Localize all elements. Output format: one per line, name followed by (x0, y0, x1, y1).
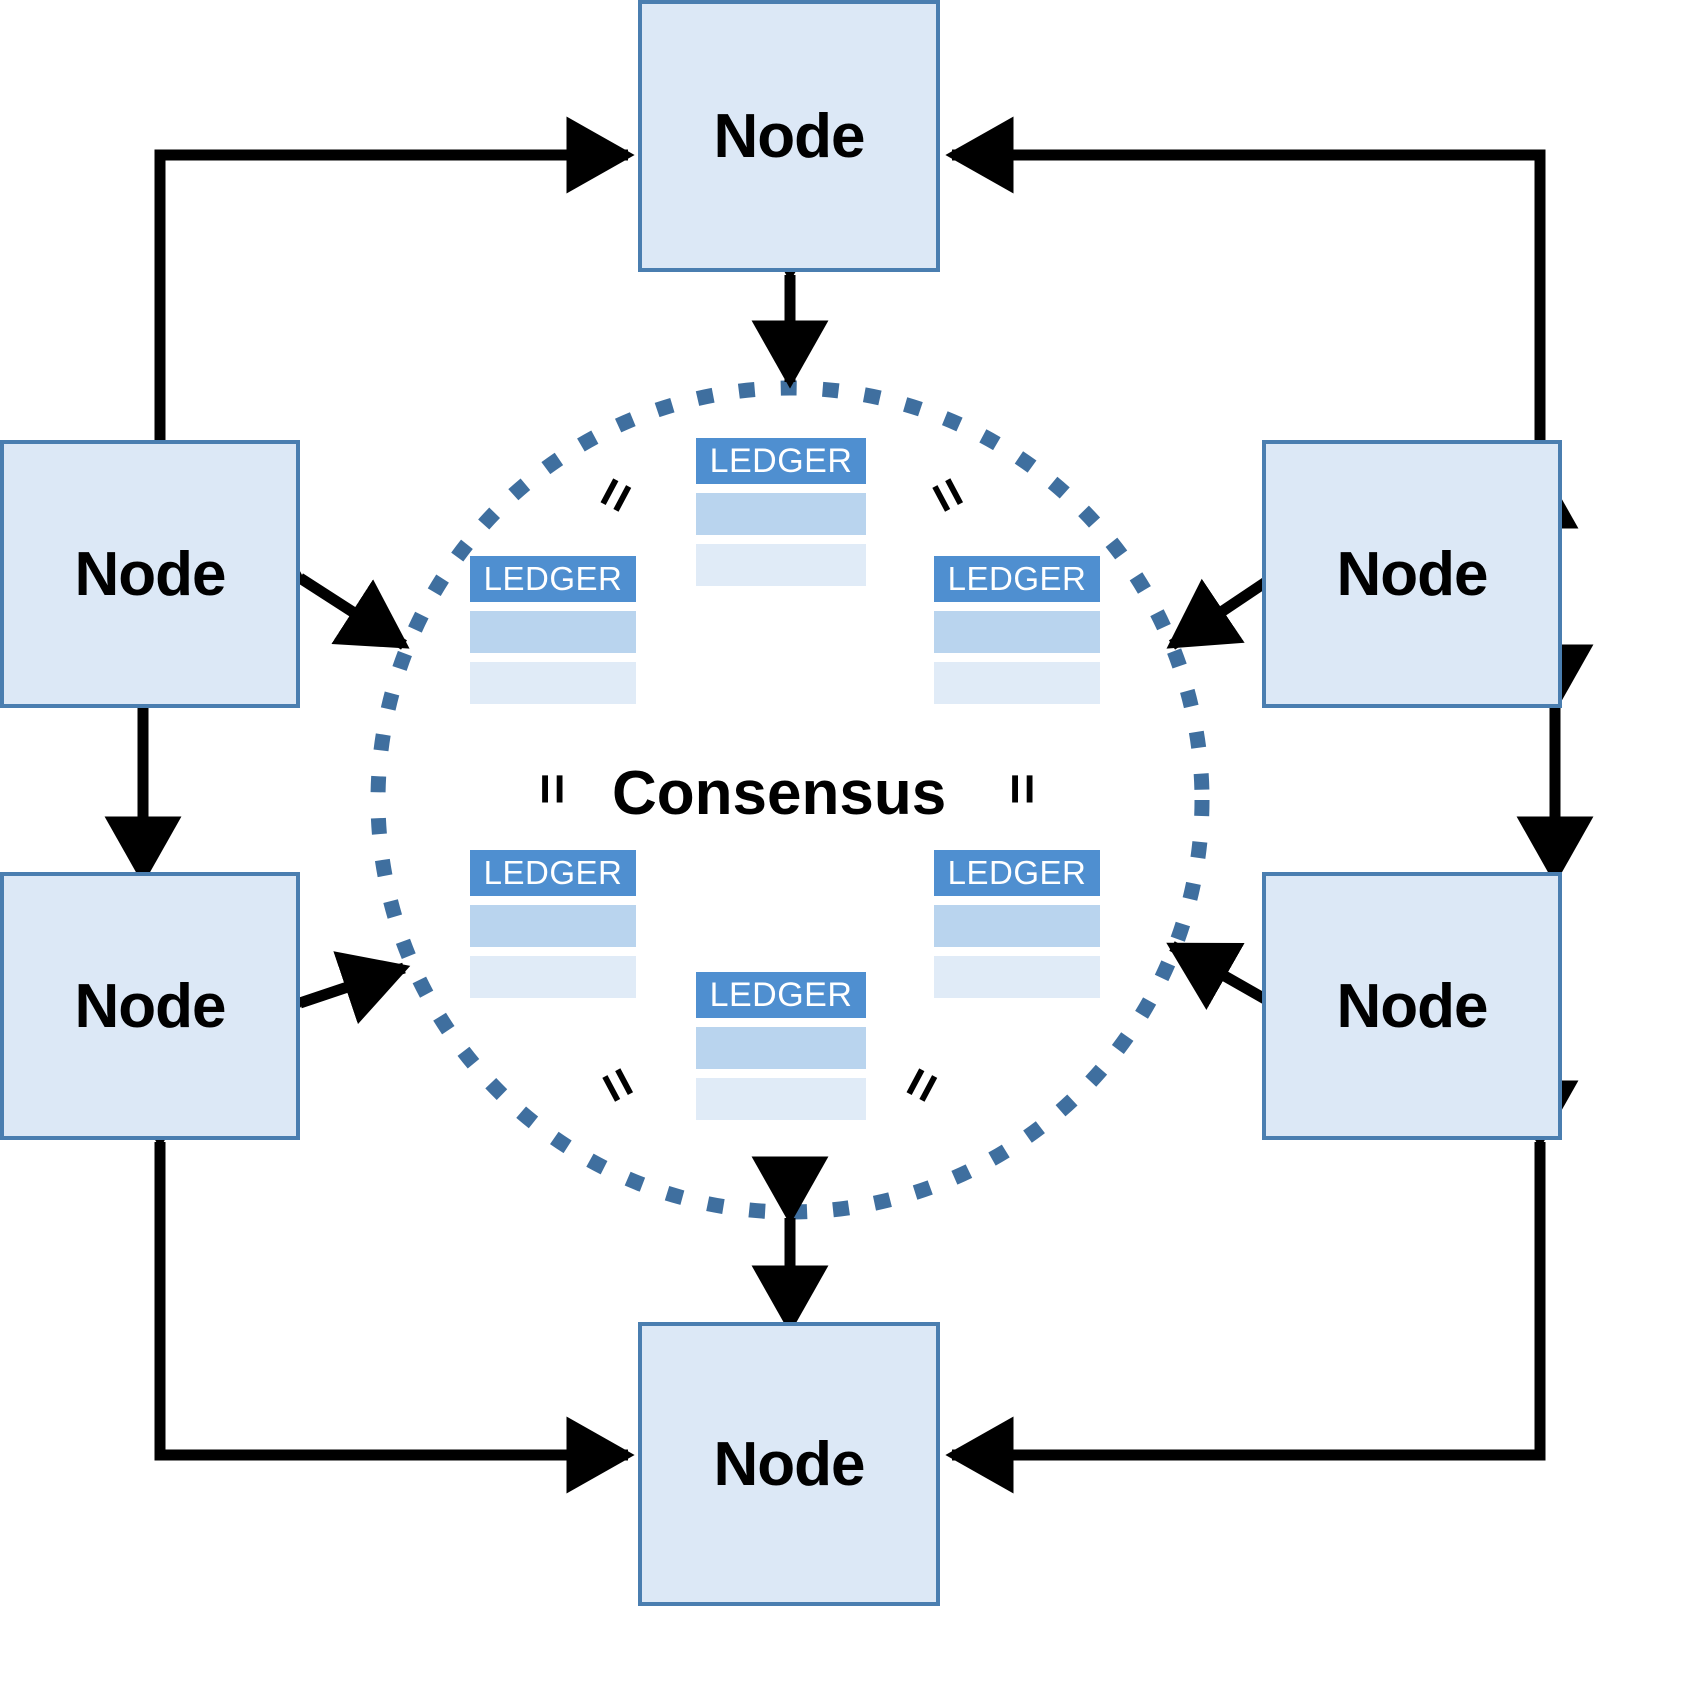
node-right-lower[interactable]: Node (1262, 872, 1562, 1140)
ledger-lower-left-header: LEDGER (470, 850, 636, 896)
ledger-upper-right-row-2 (934, 662, 1100, 704)
ledger-lower-right-row-1 (934, 905, 1100, 947)
connector-left-lower-to-consensus (229, 951, 411, 1060)
ledger-lower-right-row-2 (934, 956, 1100, 998)
equals-mark-mid-right: = (991, 773, 1052, 805)
node-bottom[interactable]: Node (638, 1322, 940, 1606)
ledger-bottom-row-2 (696, 1078, 866, 1120)
connector-left-upper-to-top (121, 116, 635, 529)
ledger-lower-left[interactable]: LEDGER (470, 850, 636, 998)
ledger-lower-left-row-1 (470, 905, 636, 947)
connector-right-lower-to-consensus (1166, 941, 1345, 1067)
node-right-upper[interactable]: Node (1262, 440, 1562, 708)
ledger-bottom-row-1 (696, 1027, 866, 1069)
connector-right-lower-to-bottom (945, 1080, 1579, 1494)
connector-right-upper-to-consensus-line (1166, 511, 1345, 650)
ledger-lower-left-row-2 (470, 956, 636, 998)
ledger-upper-left-row-1 (470, 611, 636, 653)
ledger-upper-left-row-2 (470, 662, 636, 704)
ledger-top-row-2 (696, 544, 866, 586)
node-bottom-label: Node (713, 1429, 866, 1499)
ledger-upper-left[interactable]: LEDGER (470, 556, 636, 704)
node-left-lower-label: Node (74, 971, 227, 1041)
ledger-top-row-1 (696, 493, 866, 535)
connector-left-upper-to-consensus (227, 512, 410, 650)
ledger-top-header: LEDGER (696, 438, 866, 484)
node-top-label: Node (713, 101, 866, 171)
node-right-upper-label: Node (1336, 539, 1489, 609)
equals-mark-mid-right-text: = (991, 773, 1052, 805)
node-top[interactable]: Node (638, 0, 940, 272)
consensus-label-text: Consensus (612, 759, 947, 828)
ledger-lower-right-header: LEDGER (934, 850, 1100, 896)
ledger-upper-right[interactable]: LEDGER (934, 556, 1100, 704)
equals-mark-mid-left: = (521, 773, 582, 805)
ledger-upper-right-header: LEDGER (934, 556, 1100, 602)
ledger-upper-right-row-1 (934, 611, 1100, 653)
node-left-upper-label: Node (74, 539, 227, 609)
ledger-upper-left-header: LEDGER (470, 556, 636, 602)
node-left-upper[interactable]: Node (0, 440, 300, 708)
ledger-lower-right[interactable]: LEDGER (934, 850, 1100, 998)
node-right-lower-label: Node (1336, 971, 1489, 1041)
ledger-top[interactable]: LEDGER (696, 438, 866, 586)
connector-left-lower-to-bottom (121, 1080, 635, 1494)
equals-mark-mid-left-text: = (521, 773, 582, 805)
node-left-lower[interactable]: Node (0, 872, 300, 1140)
ledger-bottom[interactable]: LEDGER (696, 972, 866, 1120)
ledger-bottom-header: LEDGER (696, 972, 866, 1018)
consensus-label: Consensus (612, 758, 946, 829)
connector-right-upper-to-top (945, 116, 1579, 529)
